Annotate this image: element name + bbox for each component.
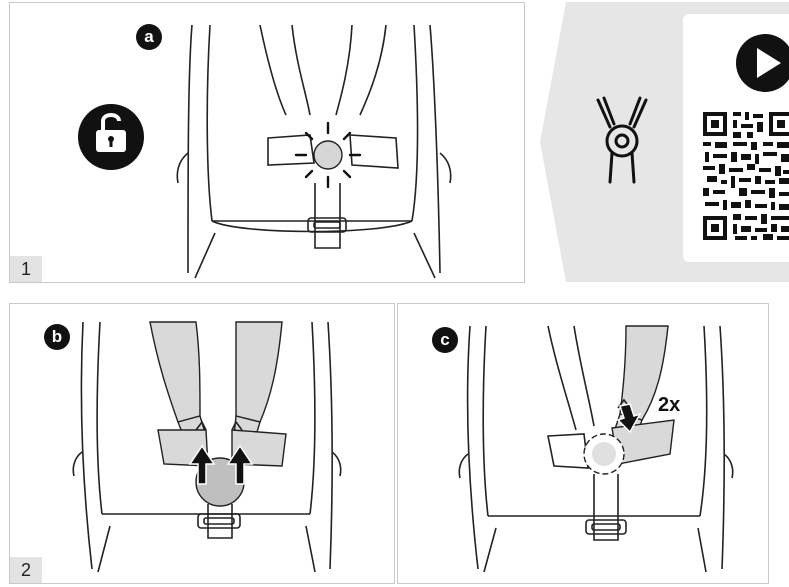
step-badge-a: a bbox=[136, 24, 162, 50]
step-1-panel: a 1 bbox=[9, 2, 525, 283]
harness-clip-icon bbox=[596, 96, 648, 184]
repeat-count-label: 2x bbox=[658, 394, 681, 416]
step-2b-illustration bbox=[72, 321, 342, 573]
step-2c-illustration bbox=[458, 325, 734, 573]
step-1-illustration bbox=[78, 24, 452, 279]
step-number-2: 2 bbox=[10, 557, 42, 583]
unlock-icon bbox=[78, 104, 144, 170]
step-badge-c: c bbox=[432, 327, 458, 353]
step-badge-b: b bbox=[44, 324, 70, 350]
play-icon bbox=[736, 34, 789, 92]
step-number-1: 1 bbox=[10, 256, 42, 282]
step-2-panel-c: c 2x bbox=[397, 303, 769, 584]
seat-shell-right bbox=[429, 24, 441, 274]
qr-card-graphics bbox=[703, 34, 789, 240]
seat-shell-left bbox=[187, 24, 193, 274]
step-2-panel-b: b 2 bbox=[9, 303, 395, 584]
qr-code bbox=[703, 112, 789, 240]
qr-card[interactable] bbox=[683, 14, 789, 262]
